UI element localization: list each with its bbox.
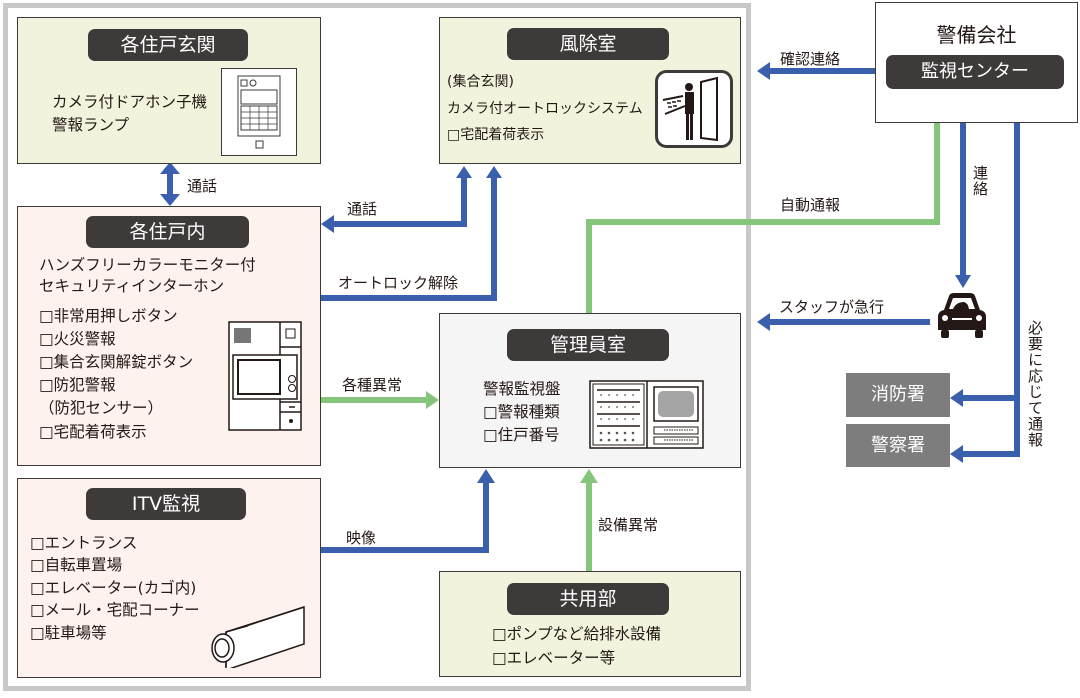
autolock-person-icon <box>655 70 733 148</box>
arrow-report-as-needed <box>950 88 1020 463</box>
arrow-staff-rush <box>757 313 930 331</box>
dwelling-item: □宅配着荷表示 <box>39 423 147 441</box>
windbreak-line: カメラ付オートロックシステム <box>447 101 643 117</box>
label-equipment-alarm: 設備異常 <box>598 516 659 534</box>
dwelling-item: （防犯センサー） <box>39 399 164 417</box>
dwelling-box: 各住戸内 ハンズフリーカラーモニター付 セキュリティインターホン □非常用押しボ… <box>17 206 321 466</box>
dwelling-title: 各住戸内 <box>86 216 249 248</box>
label-call-horizontal: 通話 <box>347 200 378 218</box>
common-item: □ポンプなど給排水設備 <box>492 625 662 643</box>
manager-line: □住戸番号 <box>483 426 560 444</box>
label-autolock-release: オートロック解除 <box>338 274 459 292</box>
entrance-box: 各住戸玄関 カメラ付ドアホン子機 警報ランプ <box>17 17 321 164</box>
car-icon <box>938 293 986 338</box>
arrow-call-horizontal <box>321 166 472 233</box>
manager-room-title: 管理員室 <box>507 329 669 361</box>
common-area-box: 共用部 □ポンプなど給排水設備 □エレベーター等 <box>439 571 741 677</box>
security-company-title: 警備会社 <box>936 23 1017 47</box>
entrance-line: カメラ付ドアホン子機 <box>52 93 208 111</box>
entrance-title: 各住戸玄関 <box>88 29 248 61</box>
windbreak-line: □宅配着荷表示 <box>447 127 545 143</box>
fire-station-box: 消防署 <box>846 373 950 417</box>
dwelling-item: □防犯警報 <box>39 376 116 394</box>
itv-item: □エントランス <box>30 534 138 552</box>
dwelling-item: □火災警報 <box>39 330 116 348</box>
arrow-video <box>321 469 495 553</box>
windbreak-box: 風除室 (集合玄関) カメラ付オートロックシステム □宅配着荷表示 <box>439 17 741 164</box>
label-staff-rush: スタッフが急行 <box>779 298 885 316</box>
label-call-vertical: 通話 <box>187 177 218 195</box>
arrow-autolock-release <box>321 166 502 301</box>
itv-title: ITV監視 <box>86 488 246 520</box>
door-intercom-icon <box>221 68 297 156</box>
alarm-panel-icon <box>589 380 704 449</box>
arrow-equipment-alarm <box>580 469 598 571</box>
dwelling-item: □非常用押しボタン <box>39 307 178 325</box>
itv-item: □エレベーター(カゴ内) <box>30 579 197 597</box>
manager-line: □警報種類 <box>483 403 560 421</box>
label-contact: 連絡 <box>971 165 989 197</box>
itv-item: □駐車場等 <box>30 624 107 642</box>
entrance-line: 警報ランプ <box>52 116 130 134</box>
label-auto-report: 自動通報 <box>780 196 841 214</box>
dwelling-item: □集合玄関解錠ボタン <box>39 353 194 371</box>
itv-box: ITV監視 □エントランス □自転車置場 □エレベーター(カゴ内) □メール・宅… <box>17 478 321 678</box>
security-company-box: 警備会社 監視センター <box>875 2 1078 123</box>
itv-item: □メール・宅配コーナー <box>30 601 200 619</box>
manager-room-box: 管理員室 警報監視盤 □警報種類 □住戸番号 <box>439 313 741 468</box>
monitoring-center-label: 監視センター <box>886 55 1064 89</box>
common-area-title: 共用部 <box>507 583 669 615</box>
security-camera-icon <box>211 605 305 668</box>
police-station-box: 警察署 <box>846 424 950 467</box>
common-item: □エレベーター等 <box>492 649 616 667</box>
dwelling-line: ハンズフリーカラーモニター付 <box>39 256 256 274</box>
label-report-as-needed: 必要に応じて通報 <box>1026 320 1044 448</box>
manager-line: 警報監視盤 <box>483 380 561 398</box>
monitor-intercom-icon <box>228 321 302 431</box>
dwelling-line: セキュリティインターホン <box>39 277 225 295</box>
arrow-various-alarms <box>321 391 439 409</box>
windbreak-title: 風除室 <box>507 28 669 60</box>
arrow-call-vertical <box>160 162 180 206</box>
label-video: 映像 <box>346 529 377 547</box>
windbreak-line: (集合玄関) <box>447 74 514 90</box>
itv-item: □自転車置場 <box>30 556 123 574</box>
arrow-confirm-contact <box>757 62 888 80</box>
label-confirm-contact: 確認連絡 <box>780 50 841 68</box>
label-various-alarms: 各種異常 <box>342 376 403 394</box>
